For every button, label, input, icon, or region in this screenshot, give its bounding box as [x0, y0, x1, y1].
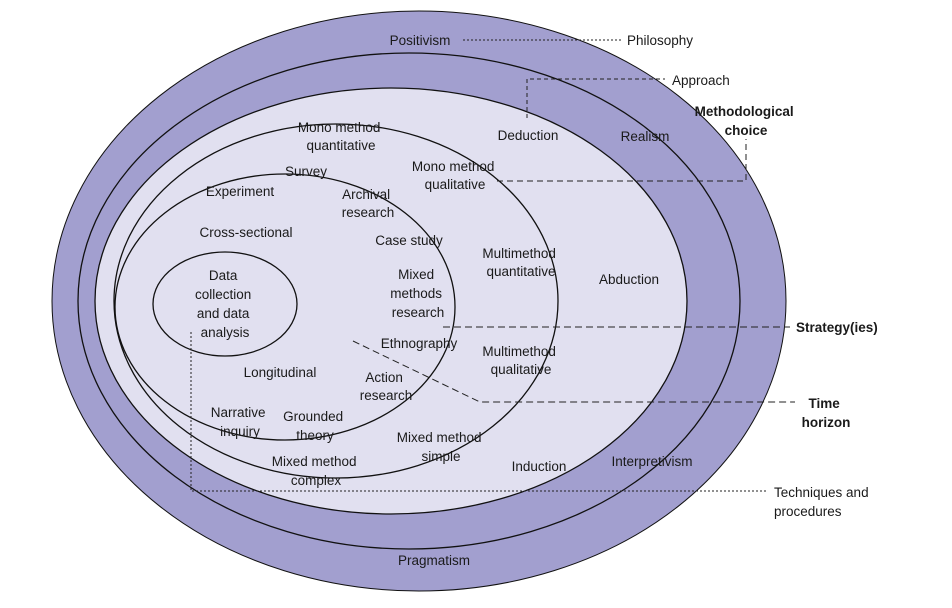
multimethod-quantitative-label: Multimethod quantitative: [482, 246, 559, 279]
mixed-methods-line-1: Mixed: [398, 267, 434, 282]
techniques-procedures-callout: Techniques and procedures: [774, 485, 872, 519]
multi-quant-line-2: quantitative: [486, 264, 555, 279]
mixed-method-simple-label: Mixed method simple: [397, 430, 486, 464]
mono-method-quantitative-label: Mono method quantitative: [298, 120, 384, 153]
techniques-line-2: procedures: [774, 504, 842, 519]
abduction-label: Abduction: [599, 272, 659, 287]
methodological-choice-callout: Methodological choice: [695, 104, 798, 138]
methodological-line-1: Methodological: [695, 104, 794, 119]
strategies-callout: Strategy(ies): [796, 320, 878, 335]
archival-line-2: research: [342, 205, 395, 220]
mono-quant-line-2: quantitative: [306, 138, 375, 153]
longitudinal-label: Longitudinal: [244, 365, 317, 380]
mixed-complex-line-1: Mixed method: [272, 454, 357, 469]
action-research-label: Action research: [360, 370, 413, 403]
mixed-complex-line-2: complex: [291, 473, 342, 488]
mono-qual-line-1: Mono method: [412, 159, 495, 174]
narrative-inquiry-label: Narrative inquiry: [211, 405, 270, 439]
core-line-4: analysis: [201, 325, 250, 340]
positivism-label: Positivism: [390, 33, 451, 48]
grounded-line-1: Grounded: [283, 409, 343, 424]
techniques-line-1: Techniques and: [774, 485, 869, 500]
mixed-methods-research-label: Mixed methods research: [390, 267, 446, 320]
multimethod-qualitative-label: Multimethod qualitative: [482, 344, 559, 377]
philosophy-callout: Philosophy: [627, 33, 693, 48]
multi-qual-line-2: qualitative: [491, 362, 552, 377]
methodological-choice-connector: [497, 139, 747, 182]
core-line-2: collection: [195, 287, 251, 302]
mixed-method-complex-label: Mixed method complex: [272, 454, 361, 488]
archival-line-1: Archival: [342, 187, 390, 202]
induction-label: Induction: [512, 459, 567, 474]
techniques-connector: [190, 332, 768, 492]
realism-label: Realism: [621, 129, 670, 144]
data-collection-analysis-label: Data collection and data analysis: [195, 268, 255, 340]
grounded-theory-label: Grounded theory: [283, 409, 347, 443]
multi-qual-line-1: Multimethod: [482, 344, 556, 359]
cross-sectional-label: Cross-sectional: [199, 225, 292, 240]
mixed-simple-line-2: simple: [421, 449, 460, 464]
pragmatism-label: Pragmatism: [398, 553, 470, 568]
multi-quant-line-1: Multimethod: [482, 246, 556, 261]
mixed-simple-line-1: Mixed method: [397, 430, 482, 445]
approach-connector: [526, 78, 665, 118]
core-layer: [152, 251, 298, 357]
mono-qual-line-2: qualitative: [425, 177, 486, 192]
mono-quant-line-1: Mono method: [298, 120, 381, 135]
mixed-methods-line-2: methods: [390, 286, 442, 301]
time-horizon-callout: Time horizon: [802, 396, 851, 430]
case-study-label: Case study: [375, 233, 443, 248]
ethnography-label: Ethnography: [381, 336, 458, 351]
time-horizon-connector: [352, 340, 795, 403]
approach-callout: Approach: [672, 73, 730, 88]
core-line-1: Data: [209, 268, 238, 283]
interpretivism-label: Interpretivism: [611, 454, 692, 469]
survey-label: Survey: [285, 164, 327, 179]
experiment-label: Experiment: [206, 184, 275, 199]
deduction-label: Deduction: [498, 128, 559, 143]
narrative-line-1: Narrative: [211, 405, 266, 420]
connector-lines: [190, 39, 795, 492]
archival-research-label: Archival research: [342, 187, 395, 220]
action-line-2: research: [360, 388, 413, 403]
grounded-line-2: theory: [296, 428, 334, 443]
action-line-1: Action: [365, 370, 403, 385]
core-line-3: and data: [197, 306, 250, 321]
methodological-line-2: choice: [725, 123, 768, 138]
time-horizon-line-2: horizon: [802, 415, 851, 430]
time-horizon-line-1: Time: [808, 396, 840, 411]
mixed-methods-line-3: research: [392, 305, 445, 320]
mono-method-qualitative-label: Mono method qualitative: [412, 159, 498, 192]
narrative-line-2: inquiry: [220, 424, 260, 439]
